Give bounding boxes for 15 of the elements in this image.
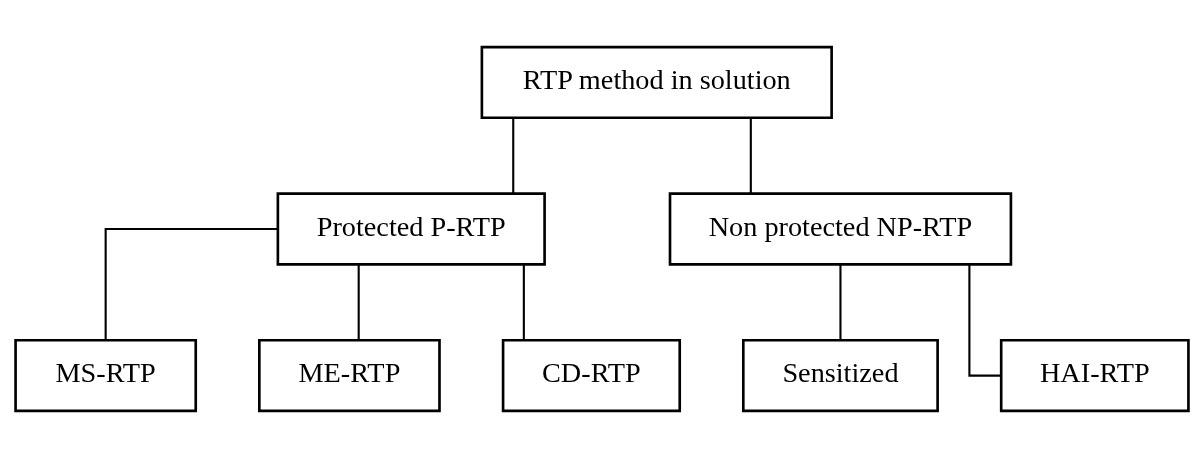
node-box: Non protected NP-RTP (668, 192, 1013, 266)
connector (522, 264, 525, 340)
node-box: MS-RTP (14, 338, 198, 413)
node-box: Protected P-RTP (276, 192, 546, 266)
connector (512, 117, 515, 194)
node-box: ME-RTP (258, 338, 441, 413)
connector (104, 227, 278, 341)
node-box: HAI-RTP (999, 338, 1190, 413)
connector (357, 264, 360, 340)
node-box: RTP method in solution (480, 45, 833, 120)
connector (749, 117, 752, 194)
connector (968, 264, 1002, 377)
connector (839, 264, 842, 340)
node-box: CD-RTP (501, 338, 682, 413)
node-box: Sensitized (742, 338, 939, 413)
